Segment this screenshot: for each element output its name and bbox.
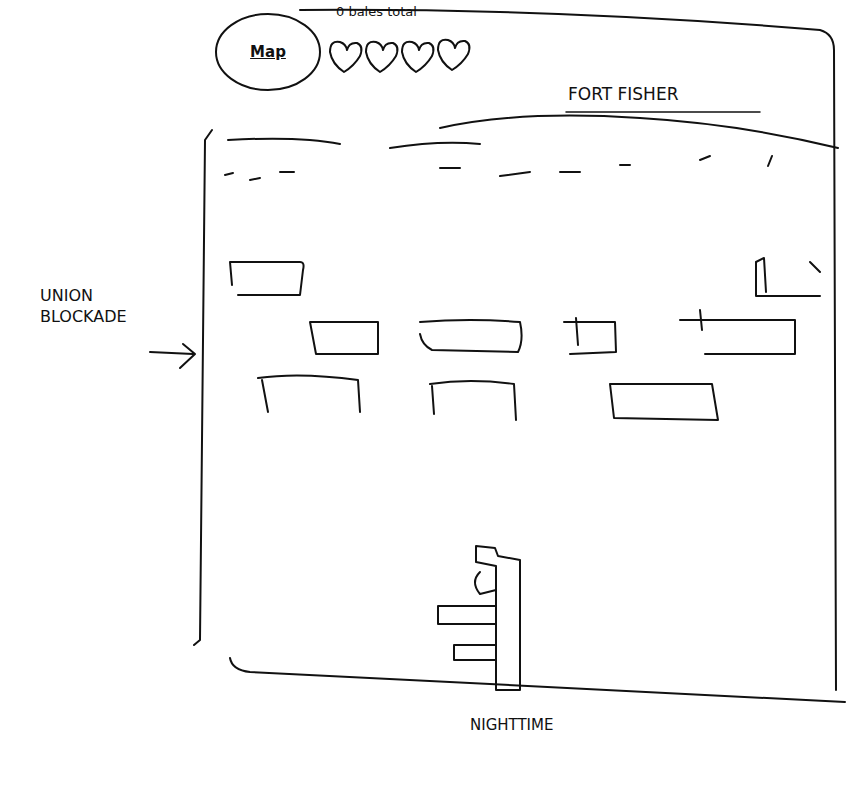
lives-hearts <box>330 40 469 72</box>
wave-dashes <box>225 156 772 180</box>
blockade-runner-ship <box>438 546 520 690</box>
time-of-day-label: NIGHTTIME <box>470 716 553 734</box>
union-ships <box>230 258 820 420</box>
blockade-callout: UNION BLOCKADE <box>40 286 160 328</box>
coast-line <box>228 139 480 148</box>
location-label: FORT FISHER <box>568 84 678 104</box>
screen-frame-bottom <box>230 658 845 702</box>
map-button: Map <box>222 22 314 82</box>
fort-shoreline <box>440 116 838 148</box>
pointer-arrow <box>150 344 195 368</box>
screen-frame <box>300 10 836 690</box>
fort-underline <box>566 111 760 113</box>
node-text: Map <box>250 43 286 61</box>
map-circle <box>216 14 320 90</box>
cargo-counter: 0 bales total <box>336 4 417 19</box>
screen-left-edge <box>194 130 212 645</box>
